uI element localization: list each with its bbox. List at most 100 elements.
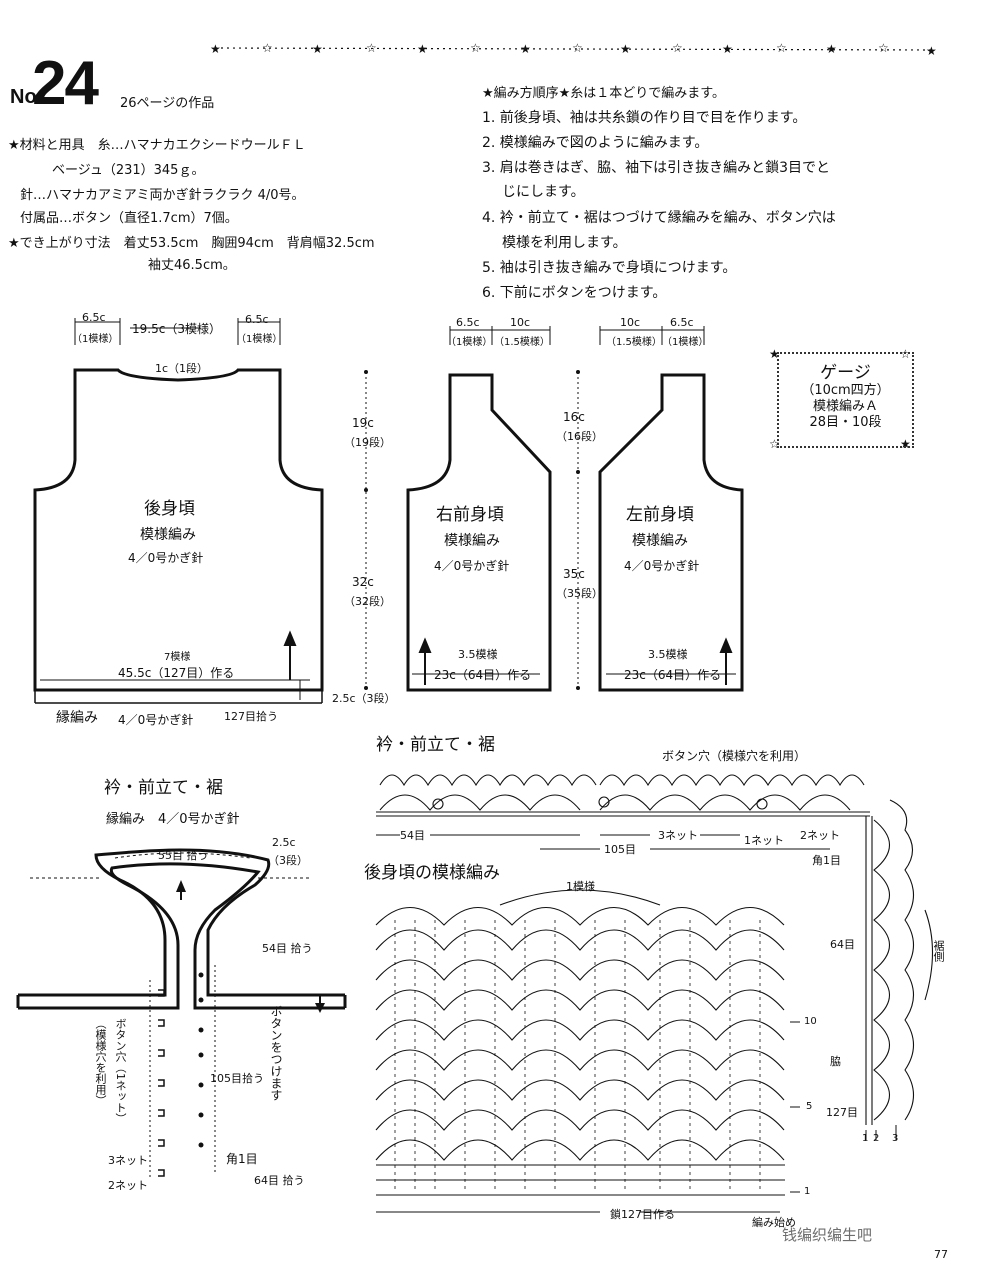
collar-chart-hem-side: 裾側 (932, 940, 945, 962)
collar-chart-row-3: 3 (892, 1133, 899, 1144)
back-chart-row10: 10 (804, 1016, 817, 1027)
buttonhole-marks (158, 989, 165, 1177)
front-band-pick: 105目拾う (210, 1072, 264, 1085)
svg-text:★: ★ (620, 42, 631, 56)
pattern-number: 24 (32, 49, 99, 118)
materials-color: ベージュ（231）345ｇ。 (52, 163, 205, 178)
back-dim-left: 6.5c (82, 311, 106, 324)
back-dim-right: 6.5c (245, 313, 269, 326)
gauge-pattern: 模様編みＡ (812, 399, 878, 414)
right-front-dim-b-b: （1.5模様） (494, 337, 550, 348)
buttonhole-note: （模様穴を利用） (94, 1018, 107, 1106)
collar-chart-net2: 2ネット (800, 829, 840, 842)
step-5: 5. 袖は引き抜き編みで身頃につけます。 (482, 260, 737, 276)
right-front-dim-a: 6.5c (456, 316, 480, 329)
collar-chart-side: 脇 (830, 1055, 841, 1068)
svg-text:☆: ☆ (672, 41, 683, 55)
left-front-title: 左前身頃 (626, 505, 694, 525)
back-chart-chain: 鎖127目作る (610, 1208, 675, 1221)
button-note: ボタンをつけます (269, 1005, 283, 1101)
svg-text:★: ★ (210, 42, 221, 56)
svg-text:★: ★ (417, 42, 428, 56)
left-front-pattern: 模様編み (632, 533, 688, 549)
back-dim-mid: 19.5c（3模様） (132, 322, 221, 336)
materials-hook: 針…ハマナカアミアミ両かぎ針ラクラク 4/0号。 (20, 188, 305, 203)
gauge-title: ゲージ (820, 363, 871, 383)
height-16: 16c (563, 410, 585, 424)
collar-neck-pick: 55目 拾う (158, 849, 209, 862)
collar-net2: 2ネット (108, 1179, 148, 1192)
right-front-repeat: 3.5模様 (458, 648, 498, 661)
height-16-rows: （16段） (556, 430, 603, 443)
back-pattern-chart (375, 889, 785, 1196)
left-front-width: 23c（64目）作る (624, 668, 722, 682)
page-reference: 26ページの作品 (120, 96, 215, 111)
buttonhole-label: ボタン穴（1ネット） (114, 1018, 127, 1124)
svg-text:★: ★ (826, 42, 837, 56)
left-front-repeat: 3.5模様 (648, 648, 688, 661)
collar-side-pick: 54目 拾う (262, 942, 313, 955)
gauge-count: 28目・10段 (809, 415, 882, 430)
height-dim-dots (364, 370, 580, 690)
step-6: 6. 下前にボタンをつけます。 (482, 285, 667, 301)
materials-yarn: ★材料と用具 糸…ハマナカエクシードウールＦＬ (8, 138, 306, 153)
number-prefix: No. (10, 86, 43, 108)
height-35: 35c (563, 567, 585, 581)
collar-band-outline (16, 848, 347, 1010)
step-3a: 3. 肩は巻きはぎ、脇、袖下は引き抜き編みと鎖3目でと (482, 160, 831, 176)
collar-dim: 2.5c (272, 836, 296, 849)
height-19-rows: （19段） (344, 436, 391, 449)
left-front-dim-a-b: （1.5模様） (606, 337, 662, 348)
right-front-hook: 4／0号かぎ針 (434, 559, 510, 573)
collar-chart-arrows (376, 834, 897, 1140)
collar-chart-title: 衿・前立て・裾 (376, 735, 495, 755)
back-chart-row1: 1 (804, 1186, 811, 1197)
collar-arrows (176, 880, 325, 1013)
svg-text:☆: ☆ (572, 41, 583, 55)
height-32: 32c (352, 575, 374, 589)
back-chart-repeat: 1模様 (566, 880, 595, 893)
collar-title: 衿・前立て・裾 (104, 778, 223, 798)
back-width: 45.5c（127目）作る (118, 666, 235, 680)
gauge-size: （10cm四方） (801, 383, 890, 398)
collar-net3: 3ネット (108, 1154, 148, 1167)
collar-dim-rows: （3段） (268, 854, 308, 867)
svg-text:☆: ☆ (262, 41, 273, 55)
back-body-shape (33, 368, 324, 692)
back-neck-depth: 1c（1段） (155, 362, 209, 375)
left-front-dim-b-b: （1模様） (662, 337, 709, 348)
back-dim-left-b: （1模様） (72, 334, 119, 345)
back-dim-right-b: （1模様） (236, 334, 283, 345)
step-1: 1. 前後身頃、袖は共糸鎖の作り目で目を作ります。 (482, 110, 807, 126)
right-front-dim-b: 10c (510, 316, 531, 329)
collar-chart-105: 105目 (604, 843, 636, 856)
svg-text:★: ★ (722, 42, 733, 56)
svg-text:★: ★ (900, 437, 911, 451)
collar-chart-net1: 1ネット (744, 834, 784, 847)
finished-size: ★でき上がり寸法 着丈53.5cm 胸囲94cm 背肩幅32.5cm (8, 236, 375, 251)
steps-intro: ★編み方順序★糸は１本どりで編みます。 (482, 86, 726, 101)
collar-chart-row-1: 1 (862, 1133, 869, 1144)
svg-text:☆: ☆ (776, 41, 787, 55)
right-front-title: 右前身頃 (436, 505, 504, 525)
materials-notions: 付属品…ボタン（直径1.7cm）7個。 (20, 211, 238, 226)
svg-text:★: ★ (926, 44, 937, 58)
back-repeat: 7模様 (164, 652, 191, 663)
back-border-band (34, 690, 323, 704)
svg-text:☆: ☆ (878, 41, 889, 55)
gauge-box: ゲージ （10cm四方） 模様編みＡ 28目・10段 (777, 352, 914, 448)
height-border: 2.5c（3段） (332, 692, 396, 705)
back-hook: 4／0号かぎ針 (128, 551, 204, 565)
svg-text:★: ★ (520, 42, 531, 56)
back-pickup: 127目拾う (224, 710, 278, 723)
svg-text:☆: ☆ (470, 41, 481, 55)
left-front-dim-a: 10c (620, 316, 641, 329)
svg-text:☆: ☆ (769, 437, 780, 451)
watermark: 钱编织编生吧 (782, 1226, 873, 1244)
right-front-pattern: 模様編み (444, 533, 500, 549)
collar-corner: 角1目 (226, 1152, 258, 1166)
svg-text:☆: ☆ (366, 41, 377, 55)
height-35-rows: （35段） (556, 587, 603, 600)
collar-crochet-chart (376, 774, 934, 1125)
